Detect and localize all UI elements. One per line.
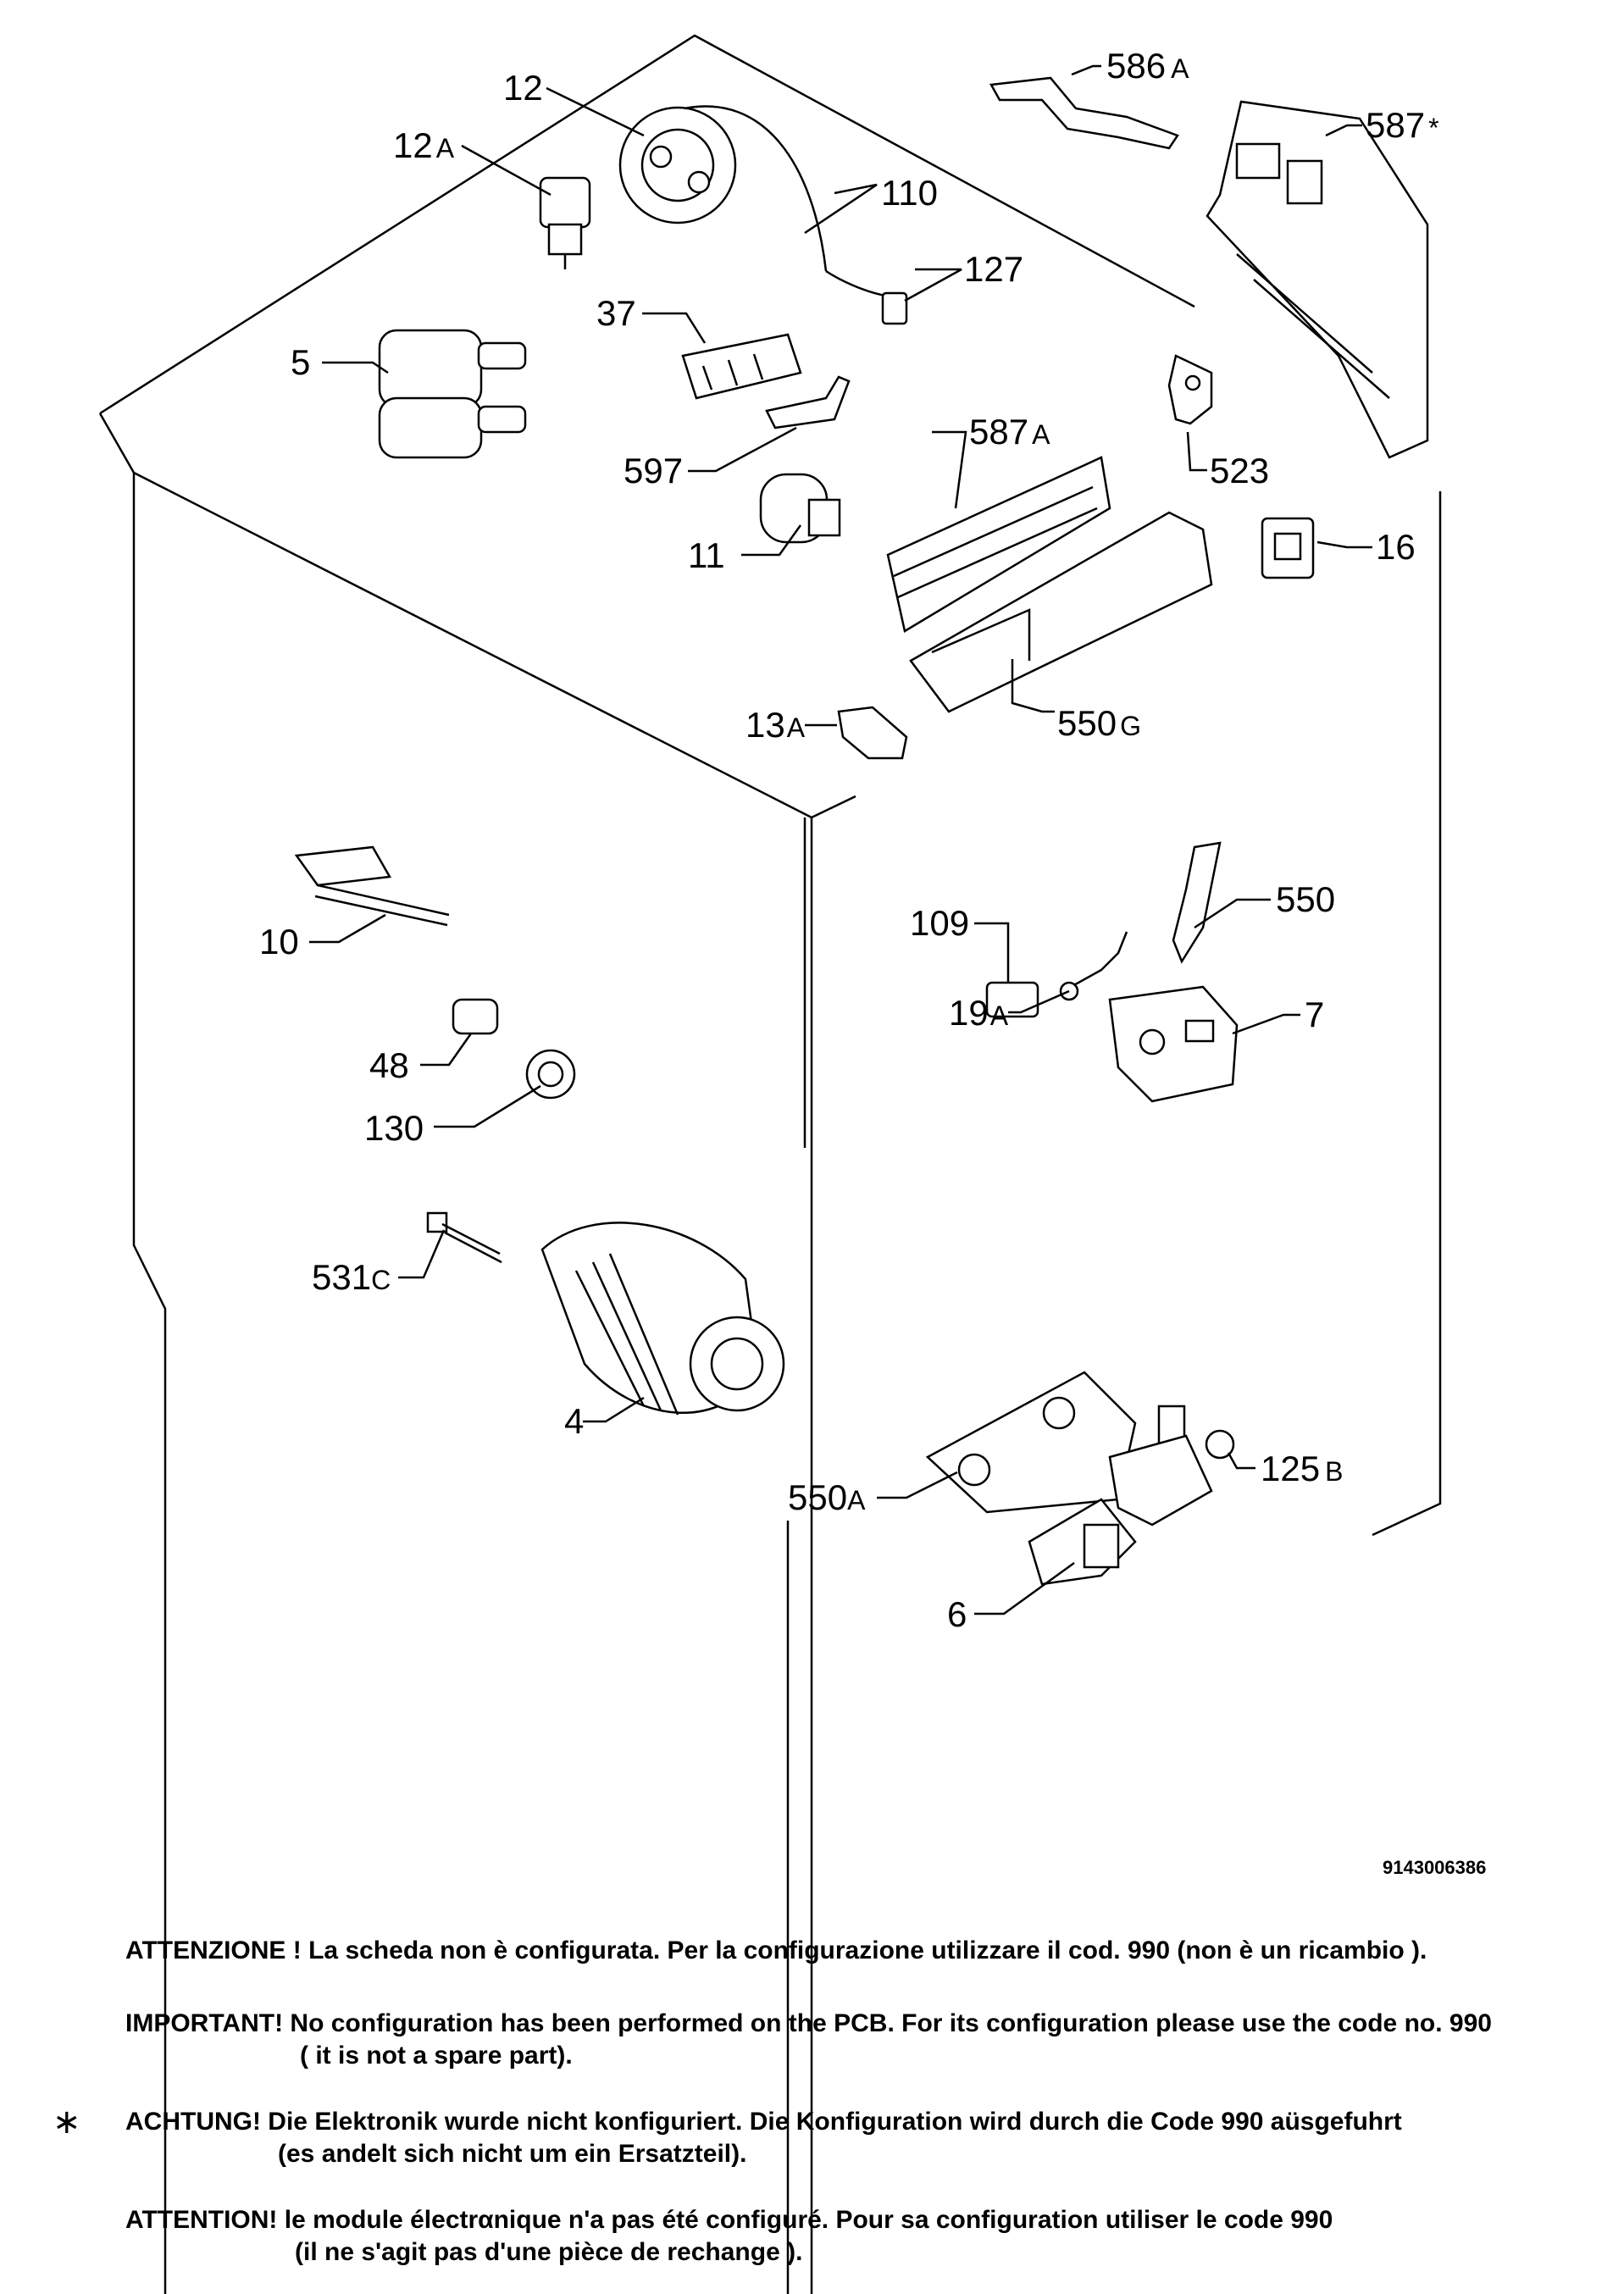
label-523: 523 bbox=[1210, 451, 1269, 490]
label-587-star: 587* bbox=[1366, 105, 1439, 145]
label-16: 16 bbox=[1376, 527, 1416, 567]
bracket-523 bbox=[1167, 354, 1213, 425]
door-lock-7 bbox=[1108, 985, 1239, 1103]
note-english: IMPORTANT! No configuration has been per… bbox=[125, 2009, 1492, 2070]
note-italian: ATTENZIONE ! La scheda non è configurata… bbox=[125, 1937, 1427, 1964]
asterisk-marker: ∗ bbox=[53, 2103, 81, 2141]
label-48: 48 bbox=[369, 1045, 409, 1085]
label-531c: 531C bbox=[312, 1257, 391, 1297]
drain-pump-6 bbox=[1028, 1405, 1213, 1586]
heater-10 bbox=[294, 845, 450, 927]
terminal-block-37 bbox=[681, 333, 802, 400]
label-127: 127 bbox=[964, 249, 1023, 289]
screw-531c bbox=[426, 1211, 502, 1264]
cabinet-outline bbox=[98, 34, 1442, 2294]
capacitor-11 bbox=[759, 473, 841, 544]
label-12: 12 bbox=[503, 68, 543, 108]
label-597: 597 bbox=[624, 451, 683, 490]
bracket-586a bbox=[989, 76, 1179, 150]
label-13a: 13A bbox=[745, 705, 806, 745]
pressure-switch-12 bbox=[618, 105, 828, 272]
document-code: 9143006386 bbox=[1383, 1857, 1487, 1878]
label-6: 6 bbox=[947, 1594, 967, 1634]
ring-125b bbox=[1205, 1429, 1235, 1460]
motor-4 bbox=[540, 1222, 785, 1416]
solenoid-valve-5 bbox=[378, 329, 527, 459]
label-5: 5 bbox=[291, 342, 310, 382]
note-french: ATTENTION! le module électrαnique n'a pa… bbox=[125, 2206, 1333, 2266]
pressure-switch-12a bbox=[539, 176, 591, 269]
connector-13a bbox=[837, 706, 908, 760]
connector-127 bbox=[881, 291, 908, 325]
label-11: 11 bbox=[688, 535, 725, 575]
label-109: 109 bbox=[910, 903, 969, 943]
clip-597 bbox=[765, 375, 851, 429]
switch-16 bbox=[1261, 517, 1315, 579]
thermostat-48 bbox=[452, 998, 499, 1035]
insulation-550a bbox=[925, 1371, 1137, 1514]
note-german: ACHTUNG! Die Elektronik wurde nicht konf… bbox=[125, 2108, 1402, 2168]
label-19a: 19A bbox=[949, 993, 1009, 1033]
label-550a: 550A bbox=[788, 1477, 866, 1517]
label-550: 550 bbox=[1276, 879, 1335, 919]
display-board-587a bbox=[886, 456, 1111, 633]
label-7: 7 bbox=[1305, 995, 1324, 1034]
cover-109 bbox=[985, 981, 1039, 1018]
label-110: 110 bbox=[881, 173, 938, 213]
panel-550g bbox=[909, 511, 1213, 713]
leader-lines bbox=[309, 64, 1372, 1615]
wire-19a bbox=[1059, 931, 1128, 1001]
label-130: 130 bbox=[364, 1108, 424, 1148]
label-4: 4 bbox=[564, 1401, 584, 1441]
label-37: 37 bbox=[596, 293, 636, 333]
hose-110 bbox=[825, 269, 890, 298]
lever-550 bbox=[1172, 841, 1222, 964]
pcb-587 bbox=[1206, 100, 1429, 459]
label-10: 10 bbox=[259, 922, 299, 961]
